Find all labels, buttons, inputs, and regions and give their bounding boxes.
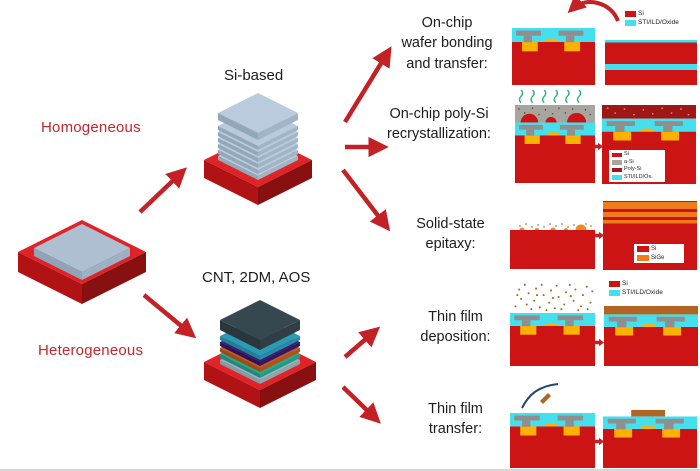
si-color-swatch bbox=[609, 281, 620, 288]
arrow-hetero-to-transfer bbox=[341, 385, 381, 424]
si-color-swatch bbox=[625, 11, 636, 18]
recrystallization-before-panel bbox=[515, 105, 595, 183]
legend-label: STI/ILD/Oxide bbox=[638, 19, 679, 26]
hetero-stack-illustration bbox=[204, 300, 316, 408]
legend-item: Poly-Si bbox=[612, 166, 662, 173]
legend-bonding: Si STI/ILD/Oxide bbox=[625, 10, 679, 27]
transfer-before-panel bbox=[510, 413, 595, 468]
deposition-particles bbox=[514, 283, 594, 312]
technique-label-deposition: Thin film deposition: bbox=[420, 309, 491, 346]
hetero-stack-label: CNT, 2DM, AOS bbox=[202, 269, 311, 286]
step-arrow-icon bbox=[593, 142, 603, 151]
technique-label-recrystallization: On-chip poly-Si recrystallization: bbox=[387, 106, 491, 143]
bonding-donor-wafer-panel bbox=[605, 40, 697, 85]
legend-item: Si bbox=[625, 10, 679, 18]
poly-si-grains bbox=[520, 112, 587, 123]
legend-item: Si bbox=[609, 280, 663, 288]
oxide-color-swatch bbox=[625, 20, 636, 27]
legend-recrystallization: Si a-Si Poly-Si STI/ILD/Ox. bbox=[609, 150, 665, 182]
transfer-after-panel bbox=[603, 410, 697, 468]
a-si-color-swatch bbox=[612, 160, 622, 165]
poly-si-texture bbox=[606, 107, 690, 116]
step-arrow-icon bbox=[594, 231, 604, 240]
legend-label: STI/ILD/Oxide bbox=[622, 289, 663, 296]
si-stack-label: Si-based bbox=[224, 67, 284, 84]
step-arrow-icon bbox=[594, 338, 604, 347]
hetero-stack-layers bbox=[220, 300, 300, 384]
legend-label: Poly-Si bbox=[624, 166, 642, 172]
legend-item: SiGe bbox=[637, 254, 681, 261]
deposition-after-panel bbox=[604, 306, 698, 366]
figure-bottom-border bbox=[0, 469, 700, 471]
legend-item: STI/ILD/Oxide bbox=[625, 19, 679, 27]
arrow-si-to-epitaxy bbox=[341, 168, 391, 232]
epitaxy-islands bbox=[519, 224, 587, 230]
bonding-device-panel bbox=[512, 28, 595, 85]
poly-si-color-swatch bbox=[612, 167, 622, 172]
si-color-swatch bbox=[637, 246, 649, 252]
peeling-film-icon bbox=[521, 383, 559, 409]
legend-epitaxy: Si SiGe bbox=[634, 244, 684, 263]
si-stack-illustration bbox=[204, 93, 312, 205]
legend-label: Si bbox=[622, 280, 628, 287]
arrow-wafer-to-hetero-stack bbox=[142, 293, 197, 339]
legend-item: Si bbox=[637, 246, 681, 252]
legend-item: a-Si bbox=[612, 158, 662, 166]
legend-label: Si bbox=[638, 10, 644, 17]
legend-item: STI/ILD/Oxide bbox=[609, 289, 663, 297]
oxide-color-swatch bbox=[612, 175, 622, 180]
arrow-hetero-to-deposition bbox=[343, 326, 381, 359]
legend-label: STI/ILD/Ox. bbox=[624, 173, 653, 180]
deposition-before-panel bbox=[510, 313, 595, 366]
epitaxy-before-panel bbox=[510, 223, 595, 269]
bonding-transfer-curved-arrow-icon bbox=[567, 0, 620, 22]
technique-label-bonding: On-chip wafer bonding and transfer: bbox=[401, 15, 493, 72]
legend-label: Si bbox=[624, 151, 629, 157]
legend-label: a-Si bbox=[624, 158, 634, 165]
si-stack-layers bbox=[218, 93, 298, 180]
heat-waves-icon bbox=[518, 89, 582, 104]
technique-label-transfer: Thin film transfer: bbox=[428, 401, 483, 438]
adatom-dots bbox=[519, 223, 592, 228]
homogeneous-label: Homogeneous bbox=[41, 119, 141, 136]
epitaxy-after-panel bbox=[603, 201, 697, 270]
step-arrow-icon bbox=[594, 437, 604, 446]
legend-deposition: Si STI/ILD/Oxide bbox=[609, 280, 663, 297]
sige-color-swatch bbox=[637, 254, 649, 261]
heterogeneous-label: Heterogeneous bbox=[38, 342, 144, 359]
legend-item: STI/ILD/Ox. bbox=[612, 173, 662, 181]
legend-label: SiGe bbox=[651, 254, 665, 261]
si-color-swatch bbox=[612, 152, 622, 157]
technique-label-epitaxy: Solid-state epitaxy: bbox=[416, 216, 485, 253]
oxide-color-swatch bbox=[609, 290, 620, 297]
source-wafer-illustration bbox=[18, 220, 146, 304]
legend-label: Si bbox=[651, 246, 657, 252]
legend-item: Si bbox=[612, 151, 662, 158]
